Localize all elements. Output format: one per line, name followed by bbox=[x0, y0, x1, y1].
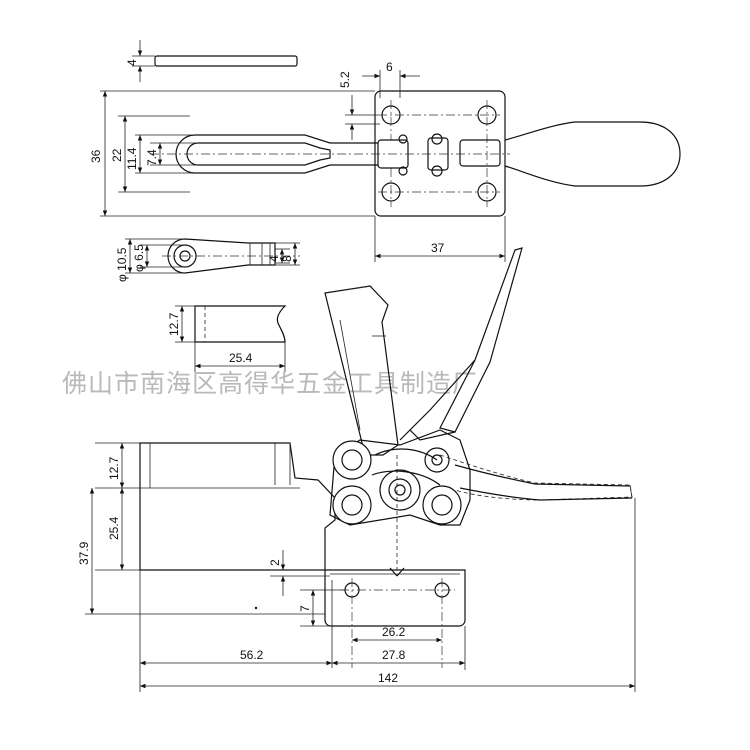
dim-base-length: 27.8 bbox=[382, 648, 406, 662]
base-hole bbox=[477, 182, 497, 202]
dim-clamp-height: 25.4 bbox=[107, 516, 121, 540]
dim-reach: 56.2 bbox=[240, 648, 264, 662]
dim-dia-outer: φ 10.5 bbox=[115, 247, 129, 282]
watermark-text: 佛山市南海区高得华五金工具制造厂 bbox=[62, 369, 478, 398]
dim-arm-height-side: 12.7 bbox=[107, 456, 121, 480]
side-view: 12.7 25.4 37.9 2 7 26.2 27.8 56.2 142 bbox=[77, 247, 636, 692]
dim-base-gap: 2 bbox=[268, 559, 282, 566]
pivot-pin bbox=[332, 485, 372, 525]
dim-hole-offset: 5.2 bbox=[338, 71, 352, 88]
dim-height-total: 36 bbox=[89, 149, 103, 163]
dim-height-inner: 22 bbox=[110, 148, 124, 162]
dim-bar-thickness: 4 bbox=[125, 59, 139, 66]
dim-hole-spacing: 26.2 bbox=[382, 625, 406, 639]
dim-outer-width: 8 bbox=[280, 255, 294, 262]
lowered-handle bbox=[439, 454, 633, 501]
dim-arm-length: 25.4 bbox=[229, 351, 253, 365]
top-arm-outline bbox=[175, 134, 381, 174]
dim-slot-outer: 11.4 bbox=[125, 147, 139, 170]
top-bar-plate bbox=[154, 55, 298, 67]
dim-hole-spacing-small: 6 bbox=[386, 60, 393, 74]
top-base-plate bbox=[374, 90, 506, 217]
raised-handle bbox=[439, 247, 523, 433]
tip-detail: φ 10.5 φ 6.5 4 8 bbox=[115, 238, 300, 282]
top-view: 4 36 22 11.4 bbox=[89, 40, 681, 262]
clamp-arm bbox=[139, 442, 336, 571]
pivot-pin bbox=[332, 440, 372, 480]
handle-grip bbox=[504, 121, 681, 187]
dim-total-height: 37.9 bbox=[77, 541, 91, 565]
dim-total-length: 142 bbox=[378, 671, 398, 685]
dim-arm-height: 12.7 bbox=[167, 312, 181, 336]
dim-dia-inner: φ 6.5 bbox=[132, 244, 146, 272]
arm-section: 12.7 25.4 bbox=[167, 305, 287, 372]
pivot-pin bbox=[379, 469, 421, 511]
pivot-pin bbox=[422, 485, 462, 525]
dim-base-width: 37 bbox=[431, 241, 445, 255]
dim-base-hole-offset: 7 bbox=[298, 605, 312, 612]
dim-inner-width: 4 bbox=[267, 255, 281, 262]
dim-slot-inner: 7.4 bbox=[145, 149, 159, 166]
base-plate bbox=[324, 569, 466, 627]
